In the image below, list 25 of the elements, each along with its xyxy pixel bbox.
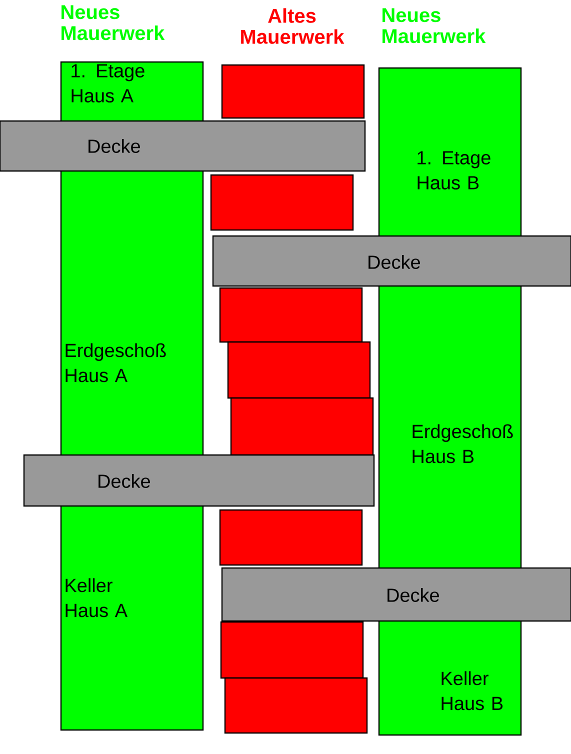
brick	[224, 677, 368, 734]
brick	[219, 509, 363, 566]
floor-label: 1. Etage Haus B	[418, 151, 490, 190]
brick	[210, 174, 354, 231]
slab-label: Decke	[98, 474, 150, 488]
ceiling-slab	[221, 567, 571, 622]
brick	[227, 341, 371, 399]
slab-label: Decke	[88, 139, 140, 153]
floor-label: Erdgeschoß Haus B	[412, 424, 513, 464]
brick	[220, 621, 364, 679]
ceiling-slab	[0, 120, 366, 172]
floor-label: 1. Etage Haus A	[72, 64, 144, 102]
floor-label: Keller Haus B	[442, 671, 503, 710]
floor-label: Erdgeschoß Haus A	[66, 343, 166, 382]
brick	[219, 287, 363, 343]
ceiling-slab	[212, 235, 571, 287]
brick	[230, 397, 374, 456]
ceiling-slab	[23, 454, 375, 507]
slab-label: Decke	[368, 255, 420, 269]
column-heading: Neues Mauerwerk	[62, 5, 165, 40]
floor-label: Keller Haus A	[66, 578, 128, 618]
slab-label: Decke	[388, 588, 439, 602]
brick	[221, 64, 365, 119]
column-heading: Neues Mauerwerk	[382, 8, 486, 44]
column-heading: Altes Mauerwerk	[241, 8, 344, 44]
